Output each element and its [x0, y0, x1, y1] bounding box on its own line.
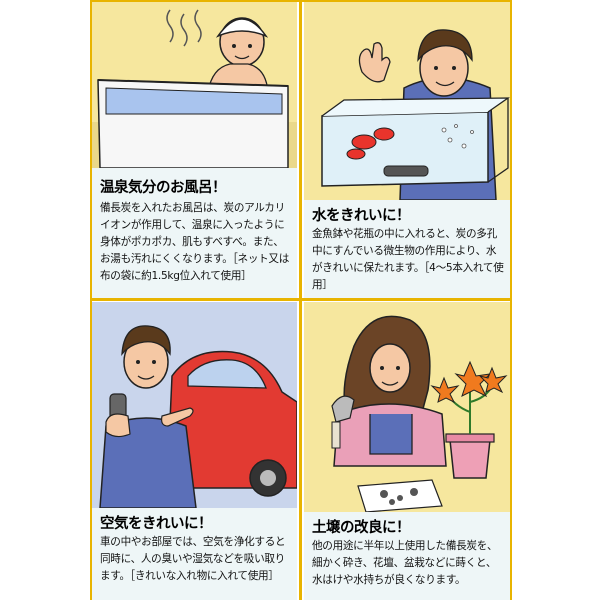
panel-aquarium: 水をきれいに！ 金魚鉢や花瓶の中に入れると、炭の多孔中にすんでいる微生物の作用に…: [304, 2, 510, 298]
bath-text-block: 温泉気分のお風呂！ 備長炭を入れたお風呂は、炭のアルカリイオンが作用して、温泉に…: [92, 168, 297, 298]
car-illustration: [92, 302, 297, 508]
car-title: 空気をきれいに！: [100, 516, 213, 532]
soil-title: 土壌の改良に！: [312, 520, 411, 536]
soil-illustration: [304, 302, 510, 512]
panel-soil: 土壌の改良に！ 他の用途に半年以上使用した備長炭を、細かく砕き、花壇、盆栽などに…: [304, 302, 510, 600]
aquarium-body-text: 金魚鉢や花瓶の中に入れると、炭の多孔中にすんでいる微生物の作用により、水がきれい…: [312, 228, 504, 291]
bath-illustration: [92, 2, 297, 168]
frame-horizontal-divider: [90, 298, 512, 301]
car-body-text: 車の中やお部屋では、空気を浄化すると同時に、人の臭いや湿気などを吸い取ります。［…: [100, 536, 286, 582]
aquarium-illustration: [304, 2, 510, 200]
bath-title: 温泉気分のお風呂！: [100, 180, 227, 196]
car-text-block: 空気をきれいに！ 車の中やお部屋では、空気を浄化すると同時に、人の臭いや湿気など…: [92, 508, 297, 600]
bath-body-text: 備長炭を入れたお風呂は、炭のアルカリイオンが作用して、温泉に入ったように身体がポ…: [100, 202, 290, 282]
panel-bath: 温泉気分のお風呂！ 備長炭を入れたお風呂は、炭のアルカリイオンが作用して、温泉に…: [92, 2, 297, 298]
aquarium-text-block: 水をきれいに！ 金魚鉢や花瓶の中に入れると、炭の多孔中にすんでいる微生物の作用に…: [304, 200, 510, 298]
soil-body-text: 他の用途に半年以上使用した備長炭を、細かく砕き、花壇、盆栽などに蒔くと、水はけや…: [312, 540, 498, 586]
soil-text-block: 土壌の改良に！ 他の用途に半年以上使用した備長炭を、細かく砕き、花壇、盆栽などに…: [304, 512, 510, 600]
panel-car: 空気をきれいに！ 車の中やお部屋では、空気を浄化すると同時に、人の臭いや湿気など…: [92, 302, 297, 600]
aquarium-title: 水をきれいに！: [312, 208, 411, 224]
